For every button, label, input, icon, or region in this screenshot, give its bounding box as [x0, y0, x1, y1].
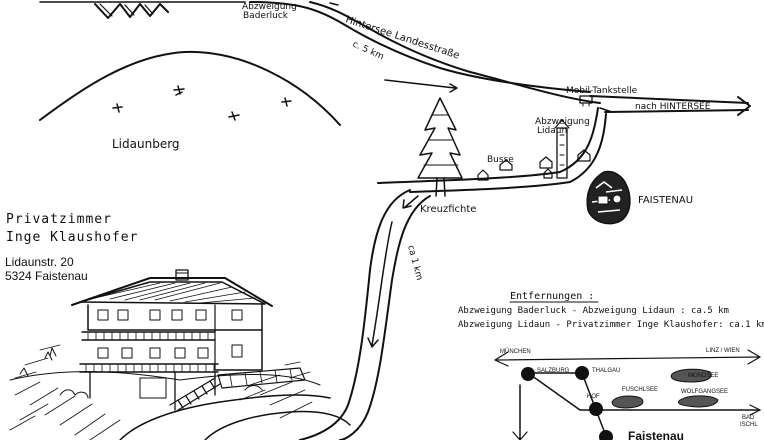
village-faistenau-icon	[586, 170, 631, 225]
houses-busse-icon	[477, 149, 591, 181]
label-busse: Busse	[487, 155, 514, 165]
tree-kreuzfichte-icon	[417, 97, 463, 197]
label-abzweigung-lidaun-2: Lidaun	[537, 126, 567, 136]
privatzimmer-title-line1: Privatzimmer	[6, 212, 112, 227]
mountain-top-sketch	[39, 1, 246, 19]
church-lidaun-icon	[554, 119, 570, 179]
contact-street: Lidaunstr. 20	[5, 255, 74, 269]
inset-regional-map: MÜNCHEN LINZ / WIEN SALZBURG THALGAU FUS…	[494, 348, 761, 440]
road-lidaun-kreuzfichte	[377, 107, 613, 193]
label-kreuzfichte: Kreuzfichte	[420, 204, 476, 215]
inset-label-bad: BAD	[742, 415, 755, 421]
inset-label-fuschlsee: FUSCHLSEE	[622, 387, 658, 393]
label-dist-1km: ca 1 km	[405, 244, 424, 281]
mobil-tankstelle-icon	[579, 95, 593, 107]
inset-label-mondsee: MONDSEE	[688, 373, 718, 379]
label-abzweigung-baderluck-1: Abzweigung	[242, 2, 297, 12]
inset-label-thalgau: THALGAU	[592, 368, 620, 374]
inset-label-linz-wien: LINZ / WIEN	[706, 348, 740, 354]
distances-heading: Entfernungen :	[510, 291, 594, 302]
privatzimmer-title-line2: Inge Klaushofer	[6, 230, 139, 245]
label-mobil-tankstelle: Mobil-Tankstelle	[566, 86, 638, 96]
house-privatzimmer-drawing	[9, 269, 351, 440]
road-nach-hintersee	[589, 95, 751, 116]
inset-label-faistenau: Faistenau	[628, 429, 684, 440]
hill-lidaunberg	[39, 50, 341, 126]
label-lidaunberg: Lidaunberg	[112, 137, 180, 151]
label-abzweigung-baderluck-2: Baderluck	[243, 11, 289, 21]
label-abzweigung-lidaun-1: Abzweigung	[535, 117, 590, 127]
distances-section: Entfernungen : Abzweigung Baderluck - Ab…	[458, 291, 764, 330]
inset-label-wolfgangsee: WOLFGANGSEE	[681, 389, 728, 395]
inset-label-hof: HOF	[587, 394, 600, 400]
road-to-privatzimmer	[299, 189, 431, 440]
distances-line-2: Abzweigung Lidaun - Privatzimmer Inge Kl…	[458, 320, 764, 330]
contact-city: 5324 Faistenau	[5, 269, 88, 283]
inset-label-muenchen: MÜNCHEN	[500, 348, 531, 355]
inset-label-ischl: ISCHL	[740, 422, 758, 428]
distances-line-1: Abzweigung Baderluck - Abzweigung Lidaun…	[458, 306, 729, 316]
label-nach-hintersee: nach HINTERSEE	[635, 102, 711, 112]
sketch-labels: Abzweigung Baderluck Hintersee Landesstr…	[112, 2, 711, 281]
label-faistenau: FAISTENAU	[638, 195, 693, 206]
road-hintersee-landesstrasse	[249, 1, 601, 104]
inset-label-salzburg: SALZBURG	[537, 368, 570, 374]
